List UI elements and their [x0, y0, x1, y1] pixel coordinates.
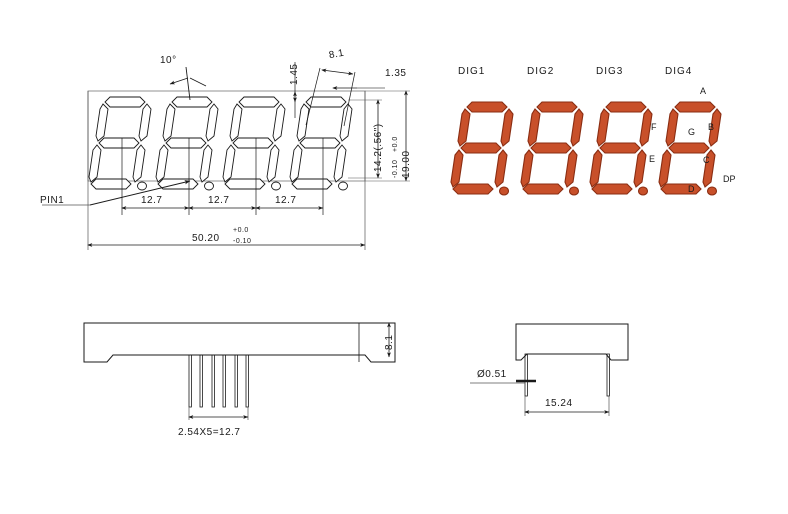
dim-body-height-label: 19.00 — [401, 150, 412, 178]
dim-pin-diameter-leader — [470, 379, 536, 384]
dim-pin-span — [524, 396, 610, 416]
dim-side-thickness-label: 8.1 — [384, 334, 395, 350]
pin1-label: PIN1 — [40, 195, 65, 206]
angle-note-label: 10° — [160, 55, 177, 66]
segment-label-b: B — [708, 122, 715, 132]
dim-overall-width — [87, 181, 366, 250]
dim-body-height-tol-upper: +0.0 — [392, 136, 399, 152]
dim-body-height — [365, 90, 410, 182]
dim-pitch-3-label: 12.7 — [275, 195, 297, 206]
dim-overall-width-label: 50.20 — [192, 233, 220, 244]
dim-digit-height-label: 14.2(.56") — [373, 123, 384, 172]
segment-label-d: D — [688, 184, 695, 194]
dim-overall-width-tol-lower: -0.10 — [233, 238, 252, 245]
digit-label-dig4: DIG4 — [665, 66, 693, 77]
digit-label-dig2: DIG2 — [527, 66, 555, 77]
dim-pin-span-label: 15.24 — [545, 398, 573, 409]
dim-8-1 — [305, 67, 356, 127]
digit-label-dig3: DIG3 — [596, 66, 624, 77]
segment-label-g: G — [688, 127, 696, 137]
dim-overall-width-tol-upper: +0.0 — [233, 227, 249, 234]
dim-pitch-2-label: 12.7 — [208, 195, 230, 206]
pitch-centrelines — [121, 138, 324, 215]
dim-digit-height — [348, 99, 382, 179]
digit-label-dig1: DIG1 — [458, 66, 486, 77]
lit-digit-4 — [658, 101, 722, 196]
segment-label-dp: DP — [723, 174, 736, 184]
top-view-digit-2 — [155, 96, 219, 191]
dim-pitch-1-label: 12.7 — [141, 195, 163, 206]
dim-pin-pitch-label: 2.54X5=12.7 — [178, 427, 241, 438]
segment-label-f: F — [651, 122, 657, 132]
dim-body-height-tol-lower: -0.10 — [392, 159, 399, 178]
lit-digit-2 — [520, 101, 584, 196]
segment-label-a: A — [700, 86, 707, 96]
segment-label-e: E — [649, 154, 656, 164]
end-view-body — [515, 323, 629, 361]
segment-label-c: C — [703, 155, 710, 165]
dim-pin-pitch — [188, 407, 249, 420]
end-view-pins — [524, 353, 610, 397]
lit-digit-3 — [589, 101, 653, 196]
side-view-pins — [188, 354, 249, 408]
top-view-digit-4 — [289, 96, 353, 191]
top-view-digit-1 — [88, 96, 152, 191]
side-view-body — [83, 322, 396, 363]
angle-10deg-marker — [169, 66, 207, 101]
dim-1-45-label: 1.45 — [289, 63, 300, 85]
pin1-leader — [42, 180, 191, 206]
dim-pin-diameter-label: Ø0.51 — [477, 369, 507, 380]
lit-digit-1 — [450, 101, 514, 196]
dim-1-35-label: 1.35 — [385, 68, 407, 79]
top-view-digit-3 — [222, 96, 286, 191]
